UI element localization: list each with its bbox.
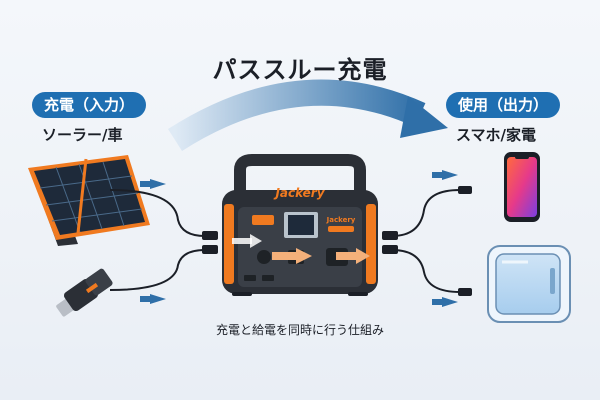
diagram-caption: 充電と給電を同時に行う仕組み: [215, 323, 384, 337]
output-arrow-top: [442, 170, 458, 180]
input-cables: [109, 189, 206, 291]
input-label-badge: 充電（入力）: [32, 92, 147, 118]
car-charger-icon: [56, 268, 113, 317]
panel-brand-label: Jackery: [326, 216, 356, 224]
smartphone-icon: [504, 152, 540, 222]
diagram-title: パススルー充電: [212, 56, 388, 84]
output-devices-label: スマホ/家電: [456, 126, 537, 144]
input-plug-bottom: [202, 245, 218, 254]
output-plug-bottom: [382, 245, 398, 254]
brand-logo: Jackery: [273, 186, 325, 200]
output-plug-top: [382, 231, 398, 240]
output-cables: [391, 189, 461, 293]
pass-through-arc-arrow: [167, 79, 448, 151]
solar-panel-icon: [28, 155, 150, 246]
mini-fridge-icon: [487, 245, 571, 323]
input-arrow-bottom: [150, 294, 166, 304]
input-plug-top: [202, 231, 218, 240]
output-label-badge: 使用（出力）: [446, 92, 561, 118]
input-arrow-top: [150, 179, 166, 189]
internal-flow-arrows: [232, 234, 370, 264]
power-station-icon: [222, 154, 378, 296]
output-arrow-bottom: [442, 297, 458, 307]
input-sources-label: ソーラー/車: [42, 126, 123, 144]
